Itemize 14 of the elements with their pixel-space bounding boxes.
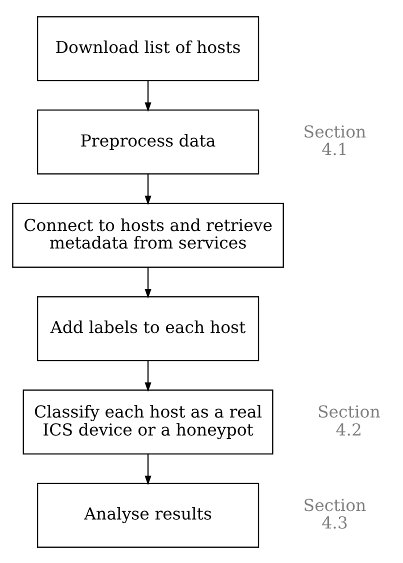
label: Section 4.1 [303,122,366,159]
node-box: Classify each host as a real ICS device or a honeypot [22,389,274,454]
node-box: Add labels to each host [36,296,260,361]
arrow [144,360,152,392]
label: Section 4.3 [303,495,366,532]
node-box: Preprocess data [36,108,260,174]
arrow [144,80,152,112]
node-box: Download list of hosts [36,16,260,81]
arrow [144,454,152,485]
label: Section 4.2 [317,402,380,439]
arrow [144,266,152,298]
node-box: Connect to hosts and retrieve metadata from services [12,202,284,268]
arrow [144,173,152,205]
node-box: Analyse results [36,482,260,548]
